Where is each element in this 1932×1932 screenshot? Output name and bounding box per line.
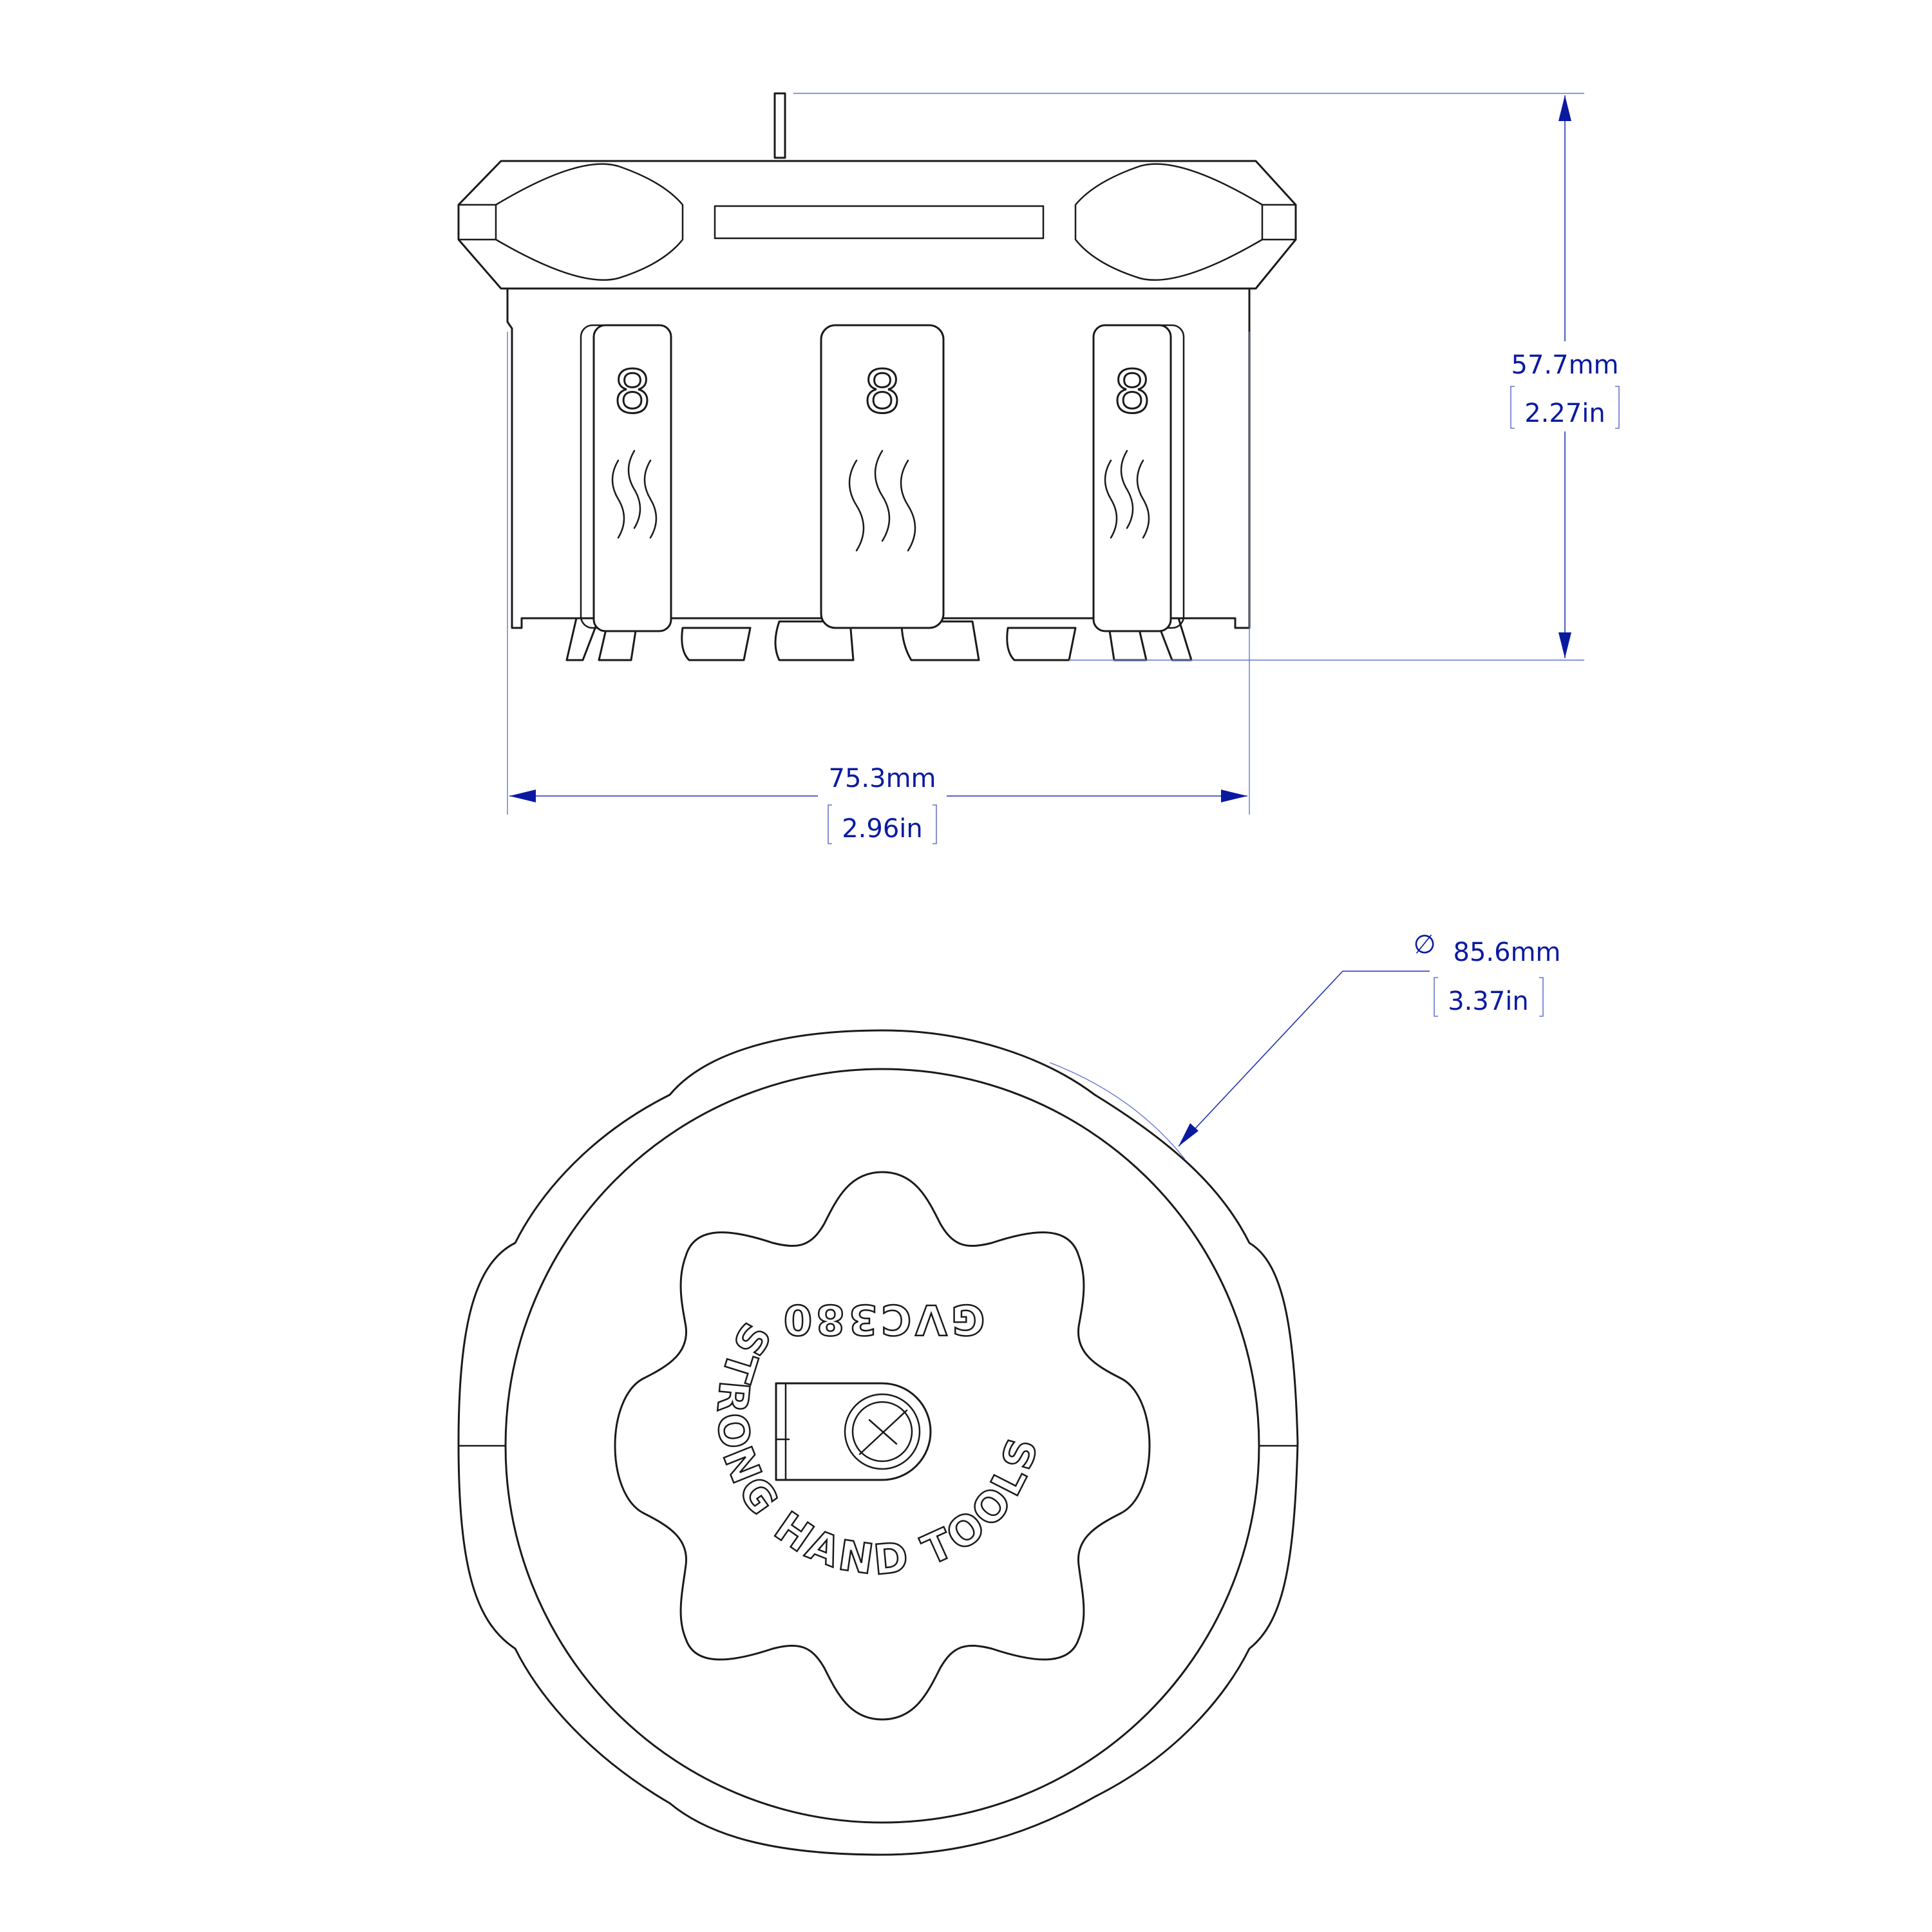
width-in-bracket	[828, 804, 937, 844]
tooth	[1006, 627, 1077, 661]
side-view: 8 8 8	[457, 92, 1297, 661]
head-center-bar	[714, 205, 1045, 240]
diameter-mm-label: 85.6mm	[1454, 938, 1561, 967]
diameter-symbol: ∅	[1414, 930, 1436, 960]
part-number-engraving: GVC380	[780, 1295, 985, 1343]
arrow-right	[1221, 790, 1247, 802]
arrow-left	[509, 790, 536, 802]
height-dimension: 57.7mm 2.27in	[793, 93, 1636, 661]
width-dimension: 75.3mm 2.96in	[507, 332, 1250, 844]
socket-size-mark: 8	[1113, 357, 1151, 426]
grip-lobe-right	[1074, 163, 1264, 281]
width-in-label: 2.96in	[842, 814, 923, 844]
top-view: GVC380 STRONG HAND TOOLS	[457, 1029, 1299, 1856]
tooth	[565, 617, 600, 661]
width-mm-label: 75.3mm	[829, 764, 936, 793]
diameter-in-label: 3.37in	[1448, 987, 1529, 1016]
extension-arc	[1049, 1062, 1186, 1160]
diameter-dimension: ∅ 85.6mm 3.37in	[1049, 930, 1561, 1160]
center-logo	[775, 1382, 932, 1481]
socket-size-mark: 8	[614, 357, 652, 426]
arrow-down	[1558, 632, 1571, 658]
socket-size-mark: 8	[864, 357, 902, 426]
arrow	[1179, 1123, 1198, 1146]
height-in-label: 2.27in	[1524, 399, 1605, 428]
grip-lobe-left	[495, 163, 684, 281]
socket-clip-right: 8	[1092, 324, 1185, 632]
socket-clip-left: 8	[580, 324, 672, 632]
top-pin	[773, 92, 786, 159]
height-mm-label: 57.7mm	[1511, 350, 1619, 380]
leader-line	[1178, 971, 1343, 1147]
arrow-up	[1558, 95, 1571, 121]
tooth	[681, 627, 752, 661]
height-in-bracket	[1510, 386, 1620, 429]
diameter-in-bracket	[1434, 977, 1544, 1017]
cap-head	[457, 160, 1297, 290]
tooth	[774, 620, 855, 661]
socket-clip-center: 8	[820, 324, 945, 629]
